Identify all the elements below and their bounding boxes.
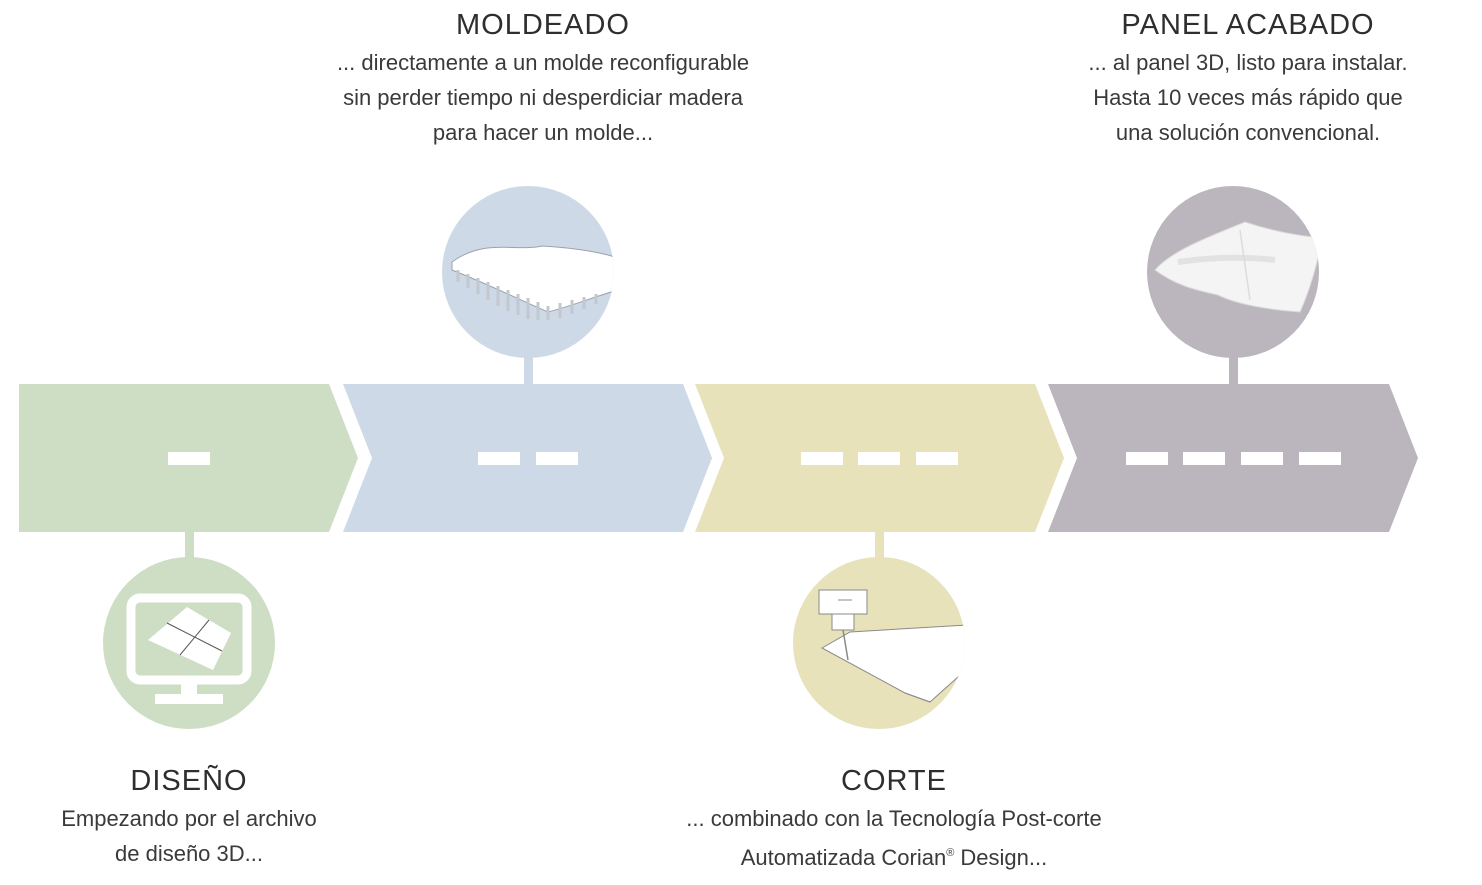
- description-line: sin perder tiempo ni desperdiciar madera: [343, 85, 743, 110]
- connector-corte: [875, 530, 884, 562]
- step-circle-moldeado: [442, 186, 614, 358]
- description-line: Hasta 10 veces más rápido que: [1093, 85, 1403, 110]
- step-description: ... combinado con la Tecnología Post-cor…: [634, 801, 1154, 875]
- description-line: Empezando por el archivo: [61, 806, 317, 831]
- dash: [801, 452, 843, 465]
- step-dashes-corte: [801, 452, 958, 465]
- connector-diseno: [185, 530, 194, 562]
- description-line-part: Design...: [960, 845, 1048, 870]
- description-line: ... al panel 3D, listo para instalar.: [1088, 50, 1408, 75]
- step-text-corte: CORTE ... combinado con la Tecnología Po…: [634, 764, 1154, 875]
- step-dashes-diseno: [168, 452, 210, 465]
- cnc-cutter-icon: [818, 589, 965, 703]
- step-text-moldeado: MOLDEADO ... directamente a un molde rec…: [293, 8, 793, 150]
- step-circle-diseno: [103, 557, 275, 729]
- step-dashes-moldeado: [478, 452, 578, 465]
- dash: [858, 452, 900, 465]
- connector-moldeado: [524, 352, 533, 386]
- step-text-diseno: DISEÑO Empezando por el archivo de diseñ…: [20, 764, 358, 871]
- step-description: ... al panel 3D, listo para instalar. Ha…: [1038, 45, 1458, 150]
- monitor-icon: [126, 593, 252, 704]
- step-dashes-panel-acabado: [1126, 452, 1341, 465]
- step-title: MOLDEADO: [456, 9, 630, 41]
- description-line: una solución convencional.: [1115, 120, 1381, 145]
- step-description: Empezando por el archivo de diseño 3D...: [20, 801, 358, 871]
- description-line-part: Automatizada Corian: [740, 845, 947, 870]
- dash: [1299, 452, 1341, 465]
- finished-panel-icon: [1154, 221, 1319, 313]
- description-line: ... combinado con la Tecnología Post-cor…: [686, 806, 1102, 831]
- step-circle-corte: [793, 557, 965, 729]
- dash: [168, 452, 210, 465]
- description-line: ... directamente a un molde reconfigurab…: [336, 50, 750, 75]
- step-description: ... directamente a un molde reconfigurab…: [293, 45, 793, 150]
- connector-panel-acabado: [1229, 352, 1238, 386]
- registered-mark: ®: [946, 847, 955, 859]
- step-circle-panel-acabado: [1147, 186, 1319, 358]
- reconfigurable-mold-icon: [451, 245, 614, 320]
- dash: [478, 452, 520, 465]
- dash: [1183, 452, 1225, 465]
- step-title: CORTE: [841, 765, 947, 797]
- dash: [916, 452, 958, 465]
- step-title: DISEÑO: [130, 765, 248, 797]
- arrow-segment-moldeado: [343, 384, 712, 532]
- dash: [1126, 452, 1168, 465]
- description-line: para hacer un molde...: [432, 120, 654, 145]
- dash: [536, 452, 578, 465]
- arrow-segment-panel-acabado: [1048, 384, 1418, 532]
- description-line: Automatizada Corian® Design...: [634, 836, 1154, 875]
- dash: [1241, 452, 1283, 465]
- description-line: de diseño 3D...: [115, 841, 263, 866]
- step-title: PANEL ACABADO: [1121, 9, 1375, 41]
- step-text-panel-acabado: PANEL ACABADO ... al panel 3D, listo par…: [1038, 8, 1458, 150]
